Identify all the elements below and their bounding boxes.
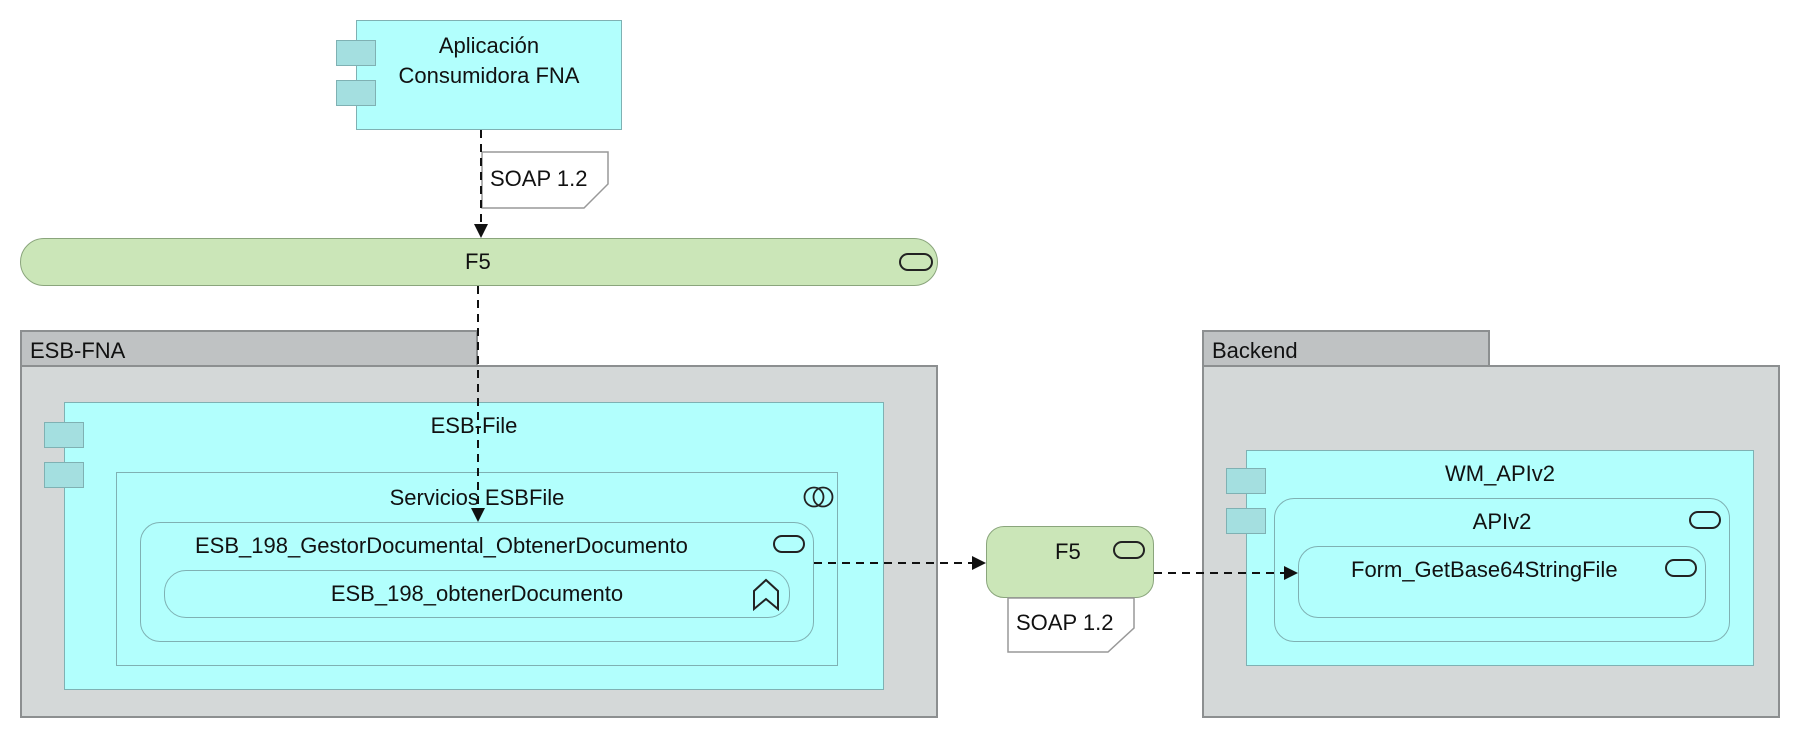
soap-note-top: SOAP 1.2 — [490, 166, 588, 191]
component-icon — [336, 40, 376, 66]
function-icon — [753, 578, 779, 611]
component-icon — [44, 422, 84, 448]
collaboration-icon — [803, 486, 834, 508]
backend-group-tab: Backend — [1202, 330, 1490, 366]
app-consumer-label-line2: Consumidora FNA — [398, 63, 580, 88]
esb-file-label: ESB-File — [430, 413, 518, 438]
service-icon — [1689, 511, 1721, 529]
app-consumer-label-line1: Aplicación — [438, 33, 540, 58]
app-consumer-component[interactable]: Aplicación Consumidora FNA — [356, 20, 622, 130]
apiv2-label: APIv2 — [1472, 509, 1532, 534]
gestor-documental-label: ESB_198_GestorDocumental_ObtenerDocument… — [195, 533, 688, 558]
f5-top-label: F5 — [465, 249, 491, 274]
component-icon — [44, 462, 84, 488]
esb-fna-label: ESB-FNA — [30, 338, 126, 363]
service-icon — [1113, 541, 1145, 559]
wm-apiv2-label: WM_APIv2 — [1444, 461, 1556, 486]
obtener-documento-label: ESB_198_obtenerDocumento — [330, 581, 624, 606]
f5-small-node[interactable]: F5 — [986, 526, 1154, 598]
form-getbase64-label: Form_GetBase64StringFile — [1351, 557, 1618, 582]
service-icon — [899, 253, 933, 271]
soap-note-bottom: SOAP 1.2 — [1016, 610, 1114, 635]
component-icon — [1226, 468, 1266, 494]
service-icon — [1665, 559, 1697, 577]
component-icon — [336, 80, 376, 106]
form-getbase64-service[interactable]: Form_GetBase64StringFile — [1298, 546, 1706, 618]
component-icon — [1226, 508, 1266, 534]
service-icon — [773, 535, 805, 553]
servicios-esbfile-label: Servicios ESBFile — [389, 485, 565, 510]
f5-top-node[interactable]: F5 — [20, 238, 938, 286]
f5-small-label: F5 — [1055, 539, 1081, 564]
esb-fna-group-tab: ESB-FNA — [20, 330, 478, 366]
obtener-documento-function[interactable]: ESB_198_obtenerDocumento — [164, 570, 790, 618]
backend-label: Backend — [1212, 338, 1298, 363]
